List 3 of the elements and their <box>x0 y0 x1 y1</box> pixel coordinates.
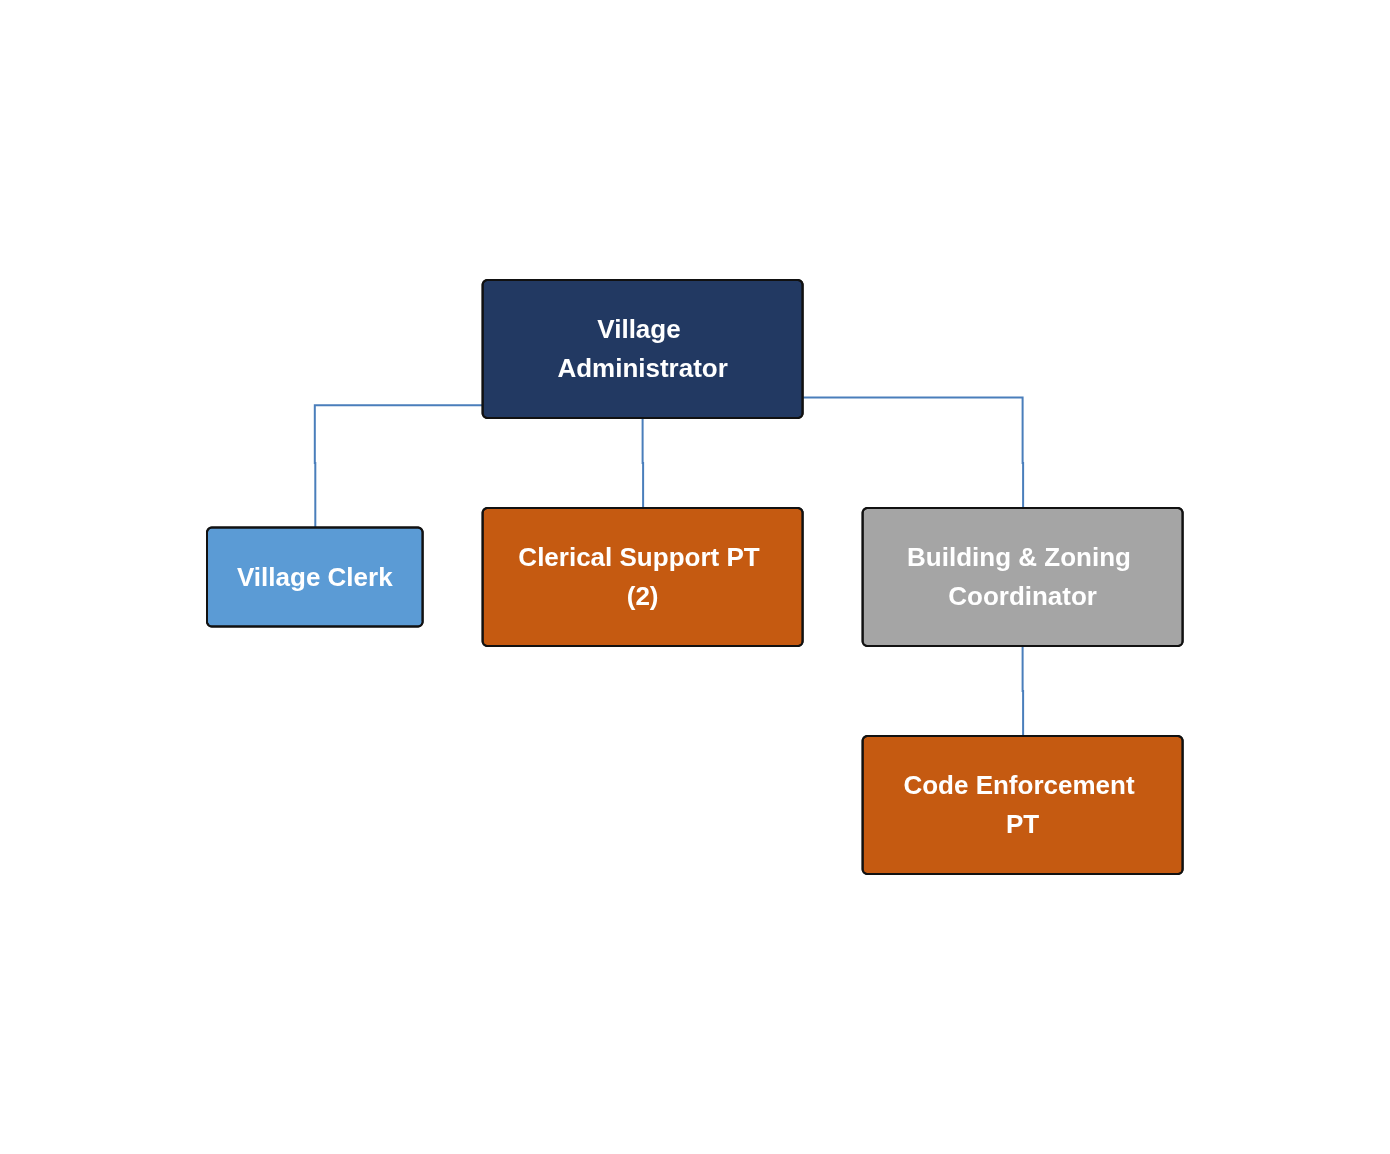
connector <box>1021 645 1025 738</box>
connector <box>802 396 1025 510</box>
connector <box>641 417 645 510</box>
